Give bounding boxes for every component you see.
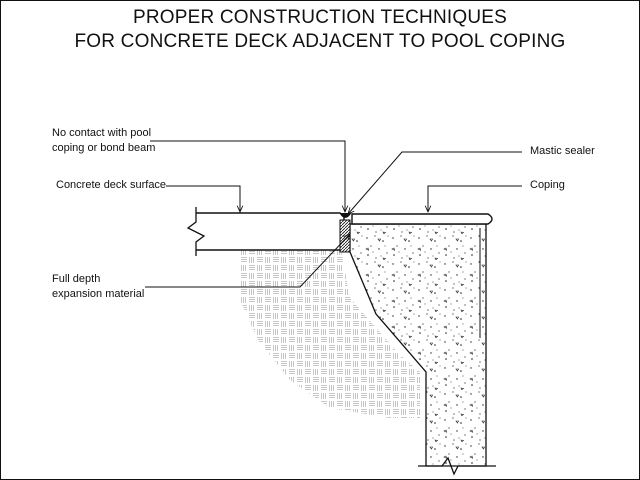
compacted-soil [240,250,420,418]
leader-expansion-material [145,234,350,288]
title-line-1: PROPER CONSTRUCTION TECHNIQUES [132,7,508,28]
label-no-contact: No contact with pool coping or bond beam [52,126,155,156]
pool-coping [351,213,493,225]
leader-no-contact [150,140,345,212]
label-concrete-deck-surface: Concrete deck surface [56,179,167,191]
concrete-deck-slab [196,212,345,251]
deck-break-symbol [186,207,206,256]
label-full-depth-line2: expansion material [52,288,145,300]
label-coping: Coping [530,179,565,191]
bond-beam-wall [349,223,487,467]
leader-coping [428,185,522,212]
label-no-contact-line1: No contact with pool [52,127,152,139]
title-line-2: FOR CONCRETE DECK ADJACENT TO POOL COPIN… [74,31,566,52]
leader-concrete-deck-surface [166,185,240,212]
label-full-depth-expansion: Full depth expansion material [52,272,144,302]
label-no-contact-line2: coping or bond beam [52,142,156,154]
wall-break-symbol [418,456,496,476]
label-full-depth-line1: Full depth [52,273,101,285]
label-mastic-sealer: Mastic sealer [530,145,595,157]
leader-mastic-sealer [348,151,522,214]
